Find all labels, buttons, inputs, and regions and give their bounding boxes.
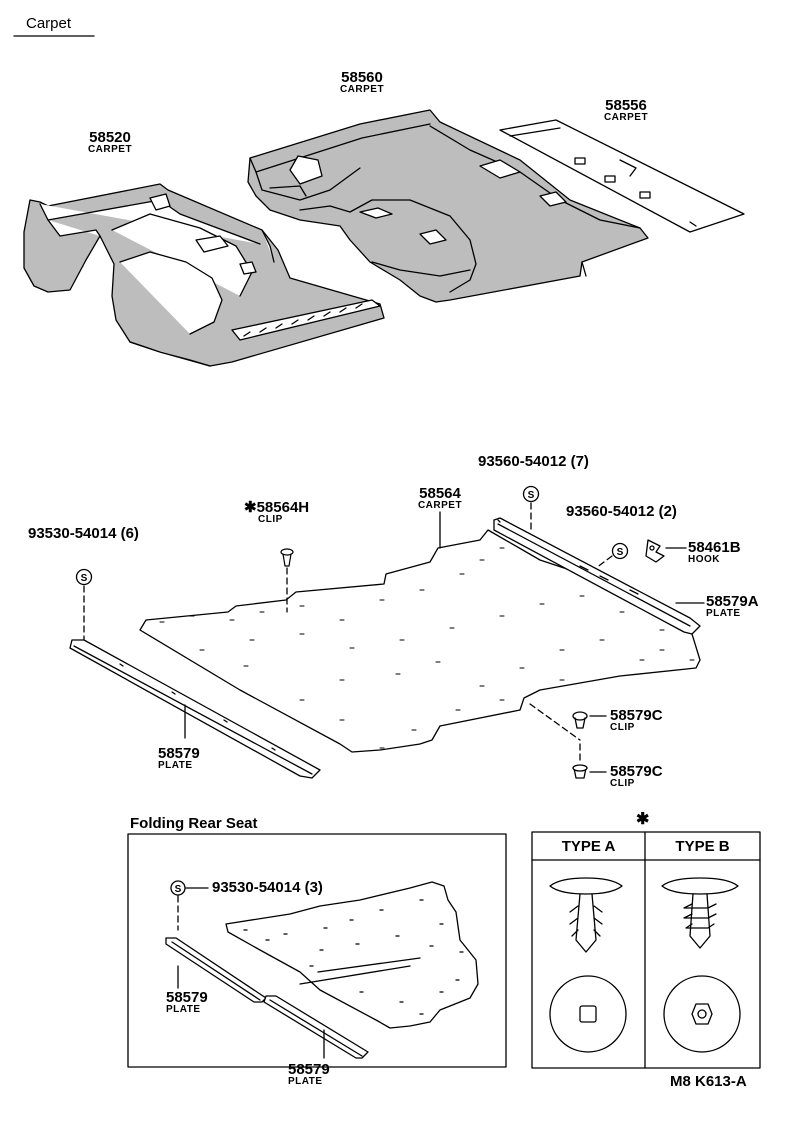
carpet-58560-drawing [247,109,649,303]
part-number: 58579C [610,707,663,724]
s-marker-93560-7 [522,485,540,503]
part-name: CARPET [339,84,385,95]
part-name: PLATE [166,1004,201,1015]
part-58579: 58579 PLATE [158,746,200,771]
doc-code: M8 K613-A [670,1073,747,1090]
s-letter: S [617,547,624,558]
option-mark: ✱ [244,499,257,516]
part-58556: 58556 CARPET [596,98,656,123]
part-name: CARPET [417,500,463,511]
mat-holes [159,547,695,749]
folding-plate-2: 58579 PLATE [288,1062,330,1087]
clip-58579C-leader [529,703,581,741]
part-name: CLIP [610,778,635,789]
folding-plate-1: 58579 PLATE [166,990,208,1015]
part-number: 58560 [341,69,383,86]
folding-seat-title: Folding Rear Seat [130,815,258,832]
type-a-clip-drawing [549,877,627,1053]
type-a-header: TYPE A [561,838,616,855]
s-marker-93530-6 [75,568,93,586]
part-58564: 58564 CARPET [410,486,470,511]
part-number: 58520 [89,129,131,146]
types-table [531,831,761,1069]
part-number: 58564 [419,485,461,502]
plate-58579A-drawing [493,517,701,635]
part-number: 58579 [158,745,200,762]
folding-bolt: 93530-54014 (3) [212,879,323,896]
part-number: 58564H [256,499,310,516]
part-number: 58579A [706,593,759,610]
part-number: 58556 [605,97,647,114]
part-name: HOOK [688,554,720,565]
folding-seat-frame [127,833,507,1068]
part-name: PLATE [706,608,741,619]
s-letter: S [528,490,535,501]
type-b-clip-drawing [661,877,741,1053]
part-58579A: 58579A PLATE [706,594,759,619]
part-number: 58579 [166,989,208,1006]
part-name: PLATE [158,760,193,771]
carpet-58556-drawing [499,119,745,233]
part-number: 58579 [288,1061,330,1078]
clip-58564H-drawing [280,548,294,567]
part-name: PLATE [288,1076,323,1087]
part-number: 58461B [688,539,741,556]
hook-58461B-drawing [645,539,687,563]
part-58564H: ✱58564H CLIP [244,500,309,525]
part-name: CARPET [603,112,649,123]
s-letter: S [175,884,182,895]
carpet-58520-drawing [23,183,385,367]
folding-seat-drawing [165,880,479,1059]
part-58579C-2: 58579C CLIP [610,764,663,789]
option-mark: ✱ [636,811,650,828]
part-name: CARPET [87,144,133,155]
s-leader-93560-2 [595,555,613,569]
part-name: CLIP [610,722,635,733]
part-number: 58579C [610,763,663,780]
part-58579C-1: 58579C CLIP [610,708,663,733]
s-letter: S [81,573,88,584]
part-93560-2: 93560-54012 (2) [566,503,677,520]
part-name: CLIP [258,514,283,525]
clip-58579C-drawing-2 [572,764,607,779]
part-58520: 58520 CARPET [80,130,140,155]
part-93560-7: 93560-54012 (7) [478,453,589,470]
page-title: Carpet [26,15,72,32]
part-58560: 58560 CARPET [332,70,392,95]
part-93530-6: 93530-54014 (6) [28,525,139,542]
clip-58579C-drawing-1 [572,711,607,729]
s-marker-93560-2 [611,542,629,560]
type-b-header: TYPE B [675,838,730,855]
part-58461B: 58461B HOOK [688,540,741,565]
